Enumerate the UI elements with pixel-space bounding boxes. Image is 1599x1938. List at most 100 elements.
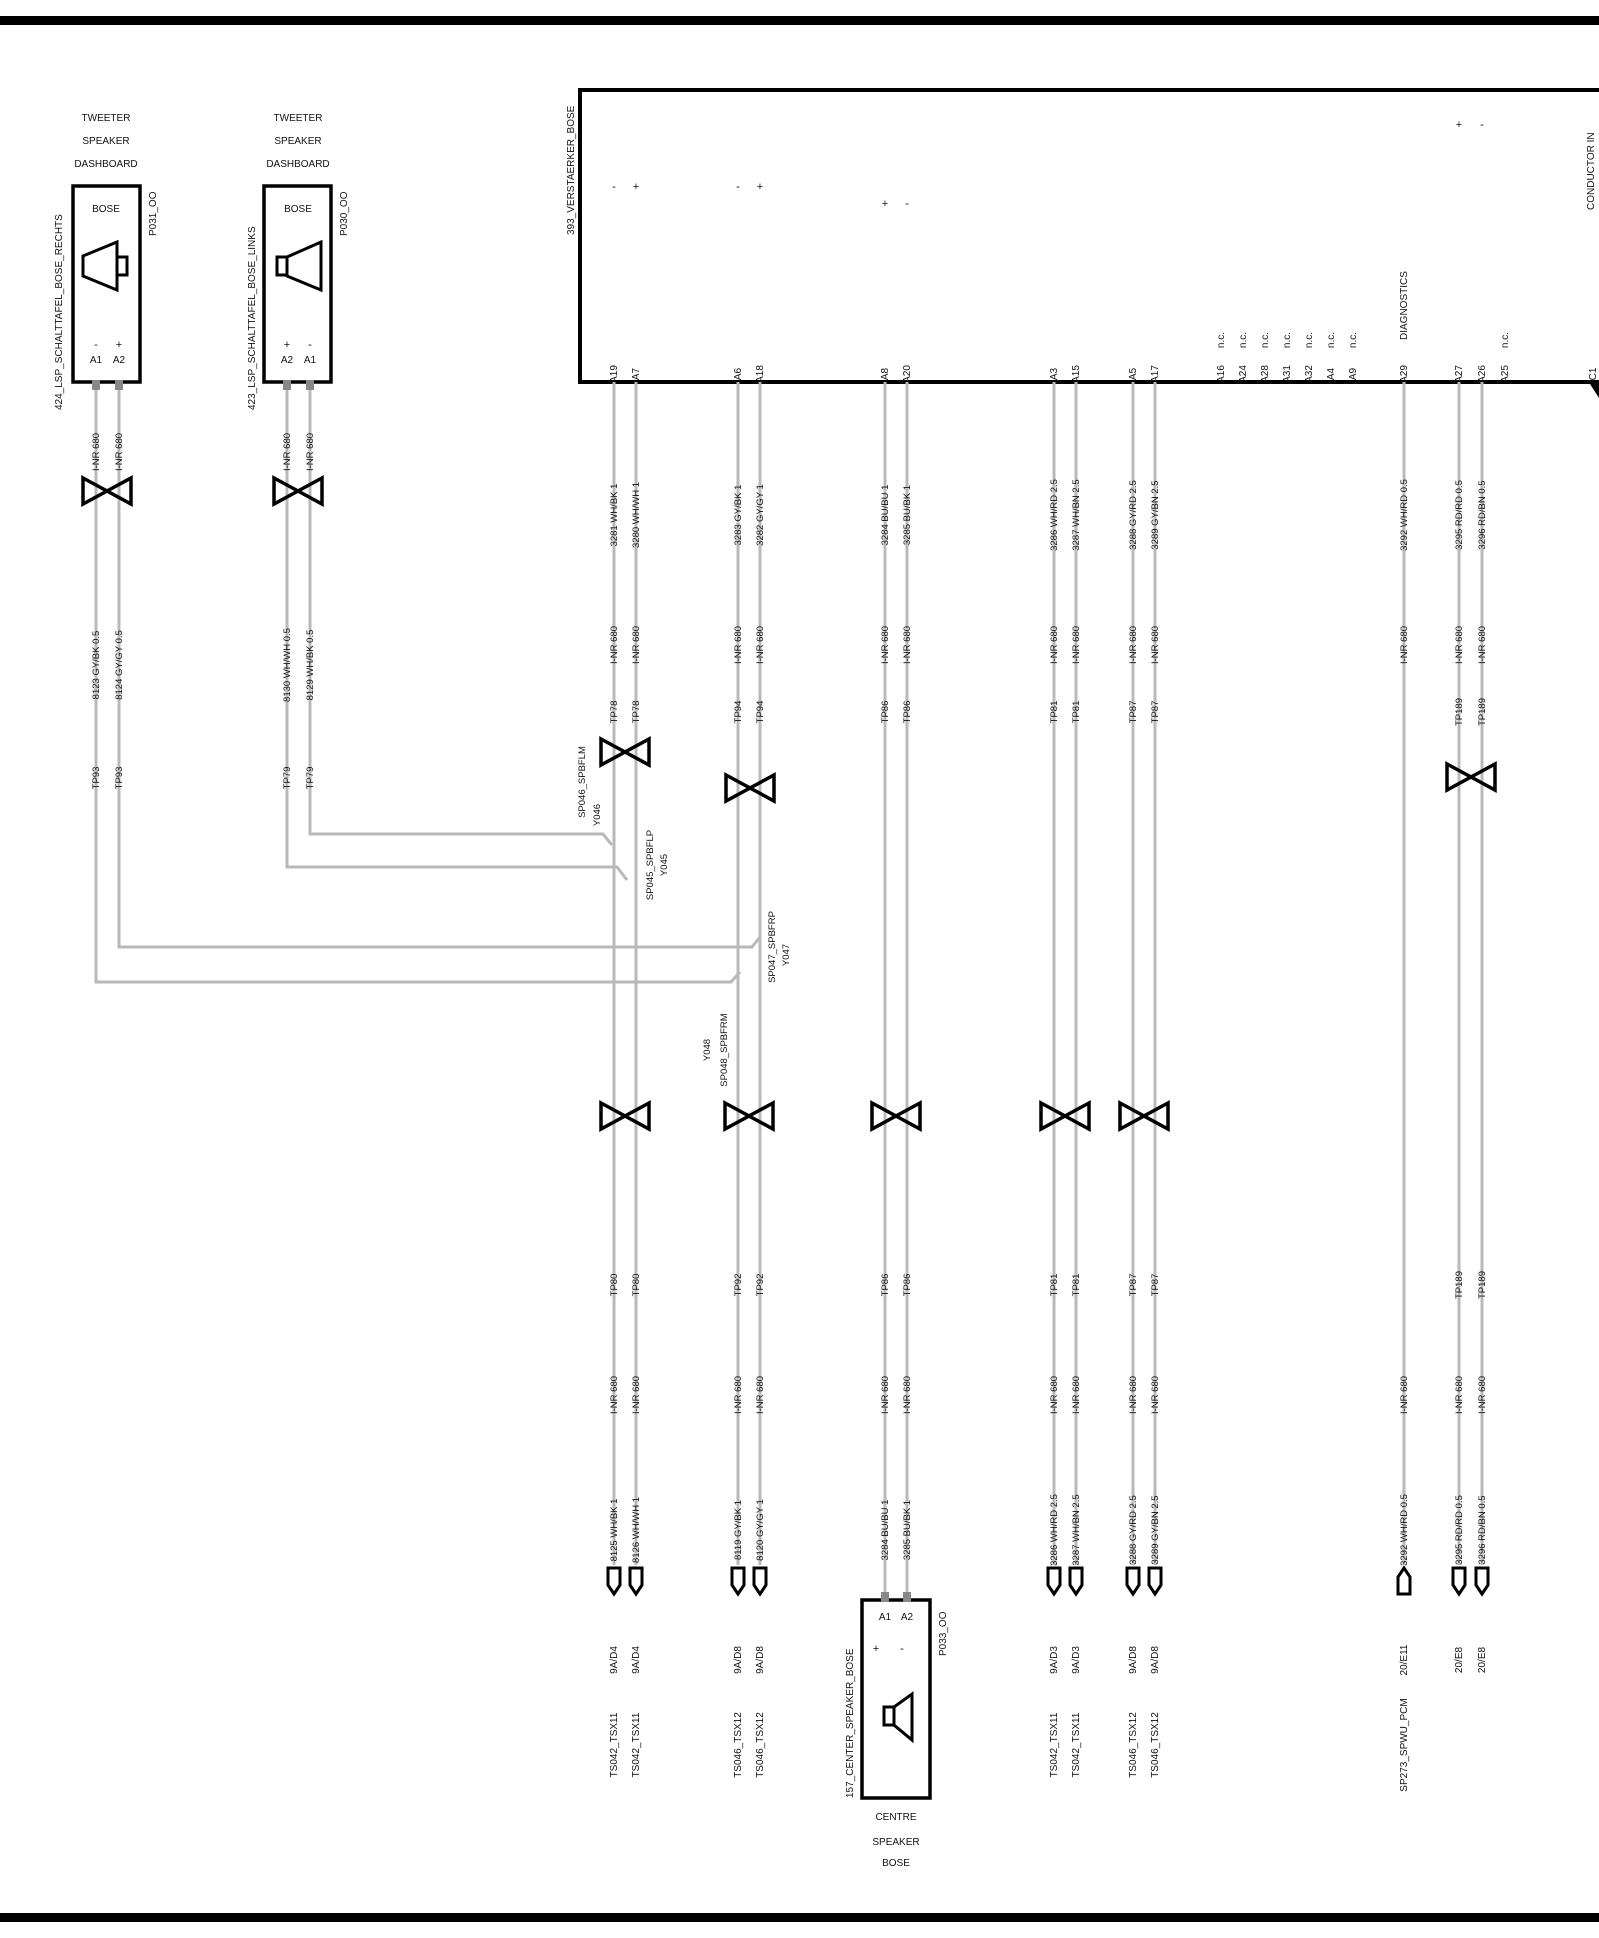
tweeter-nr-label: I-NR 680 — [305, 433, 316, 471]
nc-label: n.c. — [1348, 332, 1359, 348]
nr-label-top: I-NR 680 — [1071, 626, 1082, 664]
tweeter-left-connector — [294, 475, 324, 507]
end-arrow-terminal — [628, 1566, 644, 1597]
polarity-mark: + — [882, 198, 888, 210]
tp-label-top: TP94 — [733, 701, 744, 724]
end-arrow-terminal — [606, 1566, 622, 1597]
end-arrow-terminal — [1451, 1566, 1467, 1597]
nr-label-top: I-NR 680 — [1128, 626, 1139, 664]
amplifier-pin-label: A3 — [1049, 367, 1060, 380]
wire-label-bottom: 3285 BU/BK 1 — [902, 1500, 913, 1560]
end-reference-label: 9A/D8 — [755, 1646, 766, 1674]
a25-pin-label: A25 — [1500, 365, 1511, 383]
tp-label-bottom: TP87 — [1150, 1274, 1161, 1297]
wire-label-top: 3281 WH/BK 1 — [609, 484, 620, 547]
tweeter-left-pin-1: A2 — [281, 355, 294, 366]
tweeter-pin-block — [306, 380, 314, 390]
connector-top — [621, 736, 651, 768]
tweeter-left-caption-3: DASHBOARD — [266, 159, 329, 170]
tweeter-right-name: 424_LSP_SCHALTTAFEL_BOSE_RECHTS — [54, 214, 65, 410]
nc-label: n.c. — [1238, 332, 1249, 348]
centre-speaker-pin-block — [881, 1592, 889, 1602]
tp-label-bottom: TP92 — [755, 1274, 766, 1297]
centre-speaker-pol-2: - — [900, 1643, 904, 1655]
tp-label-bottom: TP189 — [1477, 1271, 1488, 1299]
amplifier-pin-label: A6 — [733, 367, 744, 380]
nr-label-top: I-NR 680 — [902, 626, 913, 664]
nr-label-top: I-NR 680 — [1150, 626, 1161, 664]
end-arrow-terminal — [1474, 1566, 1490, 1597]
connector-top — [724, 772, 754, 804]
centre-speaker-pol-1: + — [873, 1643, 879, 1655]
wire-label-bottom: 8126 WH/WH 1 — [631, 1497, 642, 1563]
centre-speaker-box — [860, 1598, 932, 1800]
nc-pin-label: A16 — [1216, 365, 1227, 383]
amplifier-corner-mark — [1590, 384, 1599, 398]
tweeter-left-pin-2: A1 — [304, 355, 317, 366]
nr-label-bottom: I-NR 680 — [631, 1376, 642, 1414]
speaker-icon — [275, 239, 323, 293]
polarity-mark: + — [757, 181, 763, 193]
wire-label-bottom: 8125 WH/BK 1 — [609, 1499, 620, 1562]
tp-label-bottom: TP81 — [1049, 1274, 1060, 1297]
nr-label-bottom: I-NR 680 — [1150, 1376, 1161, 1414]
tweeter-tp-label: TP93 — [114, 767, 125, 790]
tweeter-right-connector — [103, 475, 133, 507]
nc-label: n.c. — [1304, 332, 1315, 348]
wire-label-top: 3288 GY/RD 2.5 — [1128, 480, 1139, 550]
wire-label-bottom: 3286 WH/RD 2.5 — [1049, 1494, 1060, 1566]
tweeter-left-brand: BOSE — [284, 204, 312, 215]
tweeter-right-caption-2: SPEAKER — [82, 136, 129, 147]
destination-label: SP273_SPWU_PCM — [1399, 1698, 1410, 1791]
tweeter-right-ref: P031_OO — [148, 191, 159, 236]
destination-label: TS046_TSX12 — [755, 1712, 766, 1778]
nr-label-bottom: I-NR 680 — [1454, 1376, 1465, 1414]
tweeter-left-name: 423_LSP_SCHALTTAFEL_BOSE_LINKS — [247, 226, 258, 410]
tp-label-bottom: TP92 — [733, 1274, 744, 1297]
nc-label: n.c. — [1282, 332, 1293, 348]
end-reference-label: 9A/D4 — [609, 1646, 620, 1674]
c1-pin-label: C1 — [1588, 367, 1599, 380]
connector-top — [1445, 761, 1475, 793]
splice-label-code: Y047 — [781, 944, 792, 966]
tweeter-right: TWEETER SPEAKER DASHBOARD BOSE 424_LSP_S… — [54, 113, 159, 410]
connector-bottom — [892, 1100, 922, 1132]
connector-bottom — [870, 1100, 900, 1132]
tweeter-wire-label: 8130 WH/WH 0.5 — [282, 628, 293, 702]
nr-label-top: I-NR 680 — [1049, 626, 1060, 664]
tp-label-top: TP86 — [902, 701, 913, 724]
nr-label-bottom: I-NR 680 — [1128, 1376, 1139, 1414]
tweeter-left-pol-1: + — [284, 339, 290, 351]
nr-label-top: I-NR 680 — [609, 626, 620, 664]
nc-pin-label: A31 — [1282, 365, 1293, 383]
destination-label: TS046_TSX12 — [1150, 1712, 1161, 1778]
tp-label-bottom: TP80 — [609, 1274, 620, 1297]
speaker-icon — [81, 239, 129, 293]
end-arrow-terminal — [1068, 1566, 1084, 1597]
nr-label-bottom: I-NR 680 — [1049, 1376, 1060, 1414]
tweeter-tp-label: TP79 — [282, 767, 293, 790]
end-reference-label: 9A/D8 — [733, 1646, 744, 1674]
destination-label: TS042_TSX11 — [1049, 1712, 1060, 1777]
nc-label: n.c. — [1216, 332, 1227, 348]
tweeter-right-pol-1: - — [94, 339, 98, 351]
connector-top — [599, 736, 629, 768]
splice-label-code: Y046 — [592, 804, 603, 826]
amplifier-name: 393_VERSTAERKER_BOSE — [566, 105, 577, 235]
tp-label-bottom: TP189 — [1454, 1271, 1465, 1299]
wire-label-bottom: 3292 WH/RD 0.5 — [1399, 1494, 1410, 1566]
amplifier-pin-label: A17 — [1150, 365, 1161, 383]
tweeter-right-brand: BOSE — [92, 204, 120, 215]
polarity-mark: - — [736, 181, 740, 193]
tp-label-top: TP81 — [1071, 701, 1082, 724]
nr-label-bottom: I-NR 680 — [755, 1376, 766, 1414]
tp-label-bottom: TP81 — [1071, 1274, 1082, 1297]
wire-label-top: 3292 WH/RD 0.5 — [1399, 479, 1410, 551]
wire-label-top: 3295 RD/RD 0.5 — [1454, 480, 1465, 550]
wire-label-bottom: 8120 GY/GY 1 — [755, 1499, 766, 1561]
tweeter-nr-label: I-NR 680 — [114, 433, 125, 471]
amplifier-pin-label: A19 — [609, 365, 620, 383]
